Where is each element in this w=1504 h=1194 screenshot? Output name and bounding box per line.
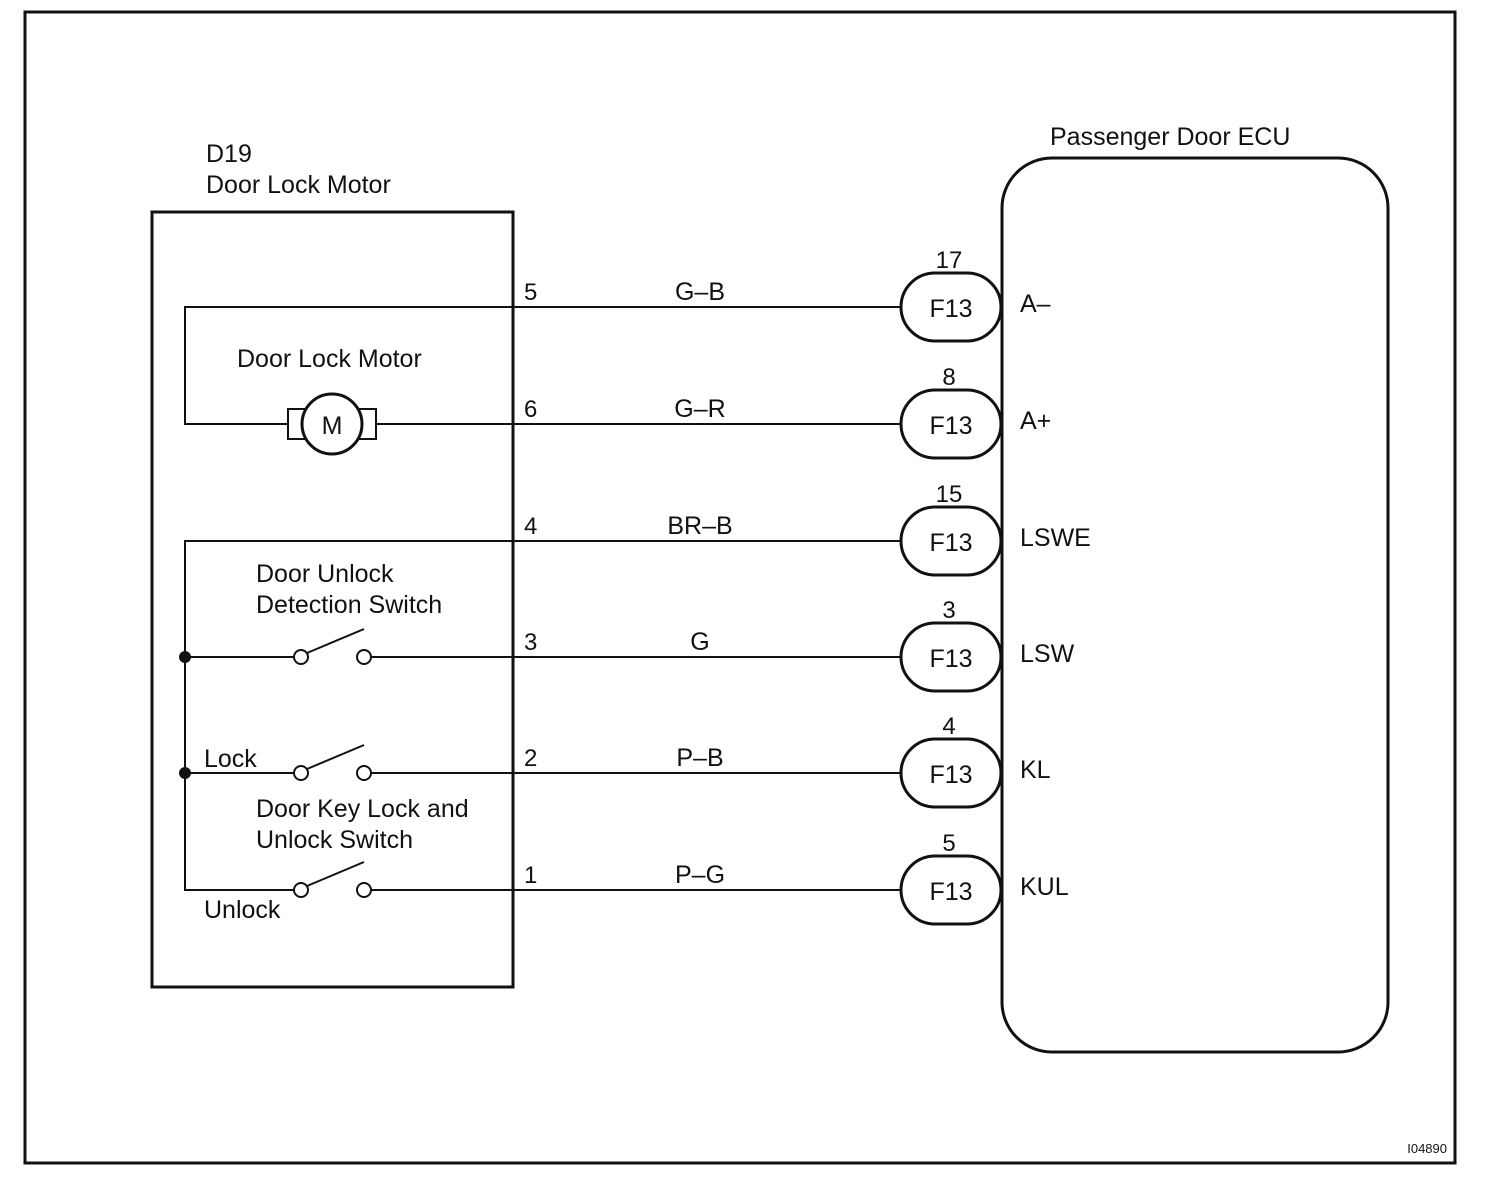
- motor-pin-number: 1: [524, 862, 537, 889]
- wire-color-code: BR–B: [667, 512, 732, 540]
- figure-id: I04890: [1407, 1141, 1447, 1156]
- unlock-detection-label-2: Detection Switch: [256, 591, 442, 619]
- connector-shape: [899, 271, 1003, 343]
- ecu-pin-number: 3: [942, 597, 955, 624]
- ecu-title: Passenger Door ECU: [1050, 123, 1290, 151]
- motor-unit-name: Door Lock Motor: [206, 171, 391, 199]
- motor-pin-number: 5: [524, 279, 537, 306]
- ecu-terminal-name: A–: [1020, 290, 1051, 318]
- motor-loop: [184, 306, 513, 425]
- ecu-terminal-name: A+: [1020, 407, 1051, 435]
- ecu-terminal-name: LSW: [1020, 640, 1075, 668]
- outer-frame: [23, 10, 1457, 1165]
- motor-pin-number: 3: [524, 629, 537, 656]
- ecu-pin-number: 15: [936, 481, 963, 508]
- connector-shape: [899, 505, 1003, 577]
- lock-label: Lock: [204, 745, 257, 773]
- ecu-box: [1000, 156, 1390, 1054]
- ecu-pin-number: 5: [942, 830, 955, 857]
- wire-color-code: P–G: [675, 861, 725, 889]
- ecu-terminal-name: LSWE: [1020, 524, 1091, 552]
- ecu-pin-number: 8: [942, 364, 955, 391]
- unlock-switch: [293, 861, 372, 898]
- connector-code: F13: [929, 645, 972, 673]
- lock-switch: [293, 744, 372, 781]
- wire-color-code: P–B: [676, 744, 723, 772]
- connector-code: F13: [929, 412, 972, 440]
- unlock-detection-label-1: Door Unlock: [256, 560, 394, 588]
- connector-shape: [899, 854, 1003, 926]
- connector-shape: [899, 737, 1003, 809]
- unlock-label: Unlock: [204, 896, 281, 924]
- ecu-pin-number: 4: [942, 713, 955, 740]
- wire-row: 2 P–B F13 4KL: [513, 713, 1051, 809]
- ecu-terminal-name: KL: [1020, 756, 1051, 784]
- connector-shape: [899, 621, 1003, 693]
- wire-color-code: G–B: [675, 278, 725, 306]
- unlock-detection-switch: [293, 628, 372, 665]
- motor-pin-number: 2: [524, 745, 537, 772]
- wire-color-code: G–R: [674, 395, 725, 423]
- connector-code: F13: [929, 295, 972, 323]
- connector-code: F13: [929, 529, 972, 557]
- motor-symbol: [287, 392, 377, 456]
- motor-pin-number: 4: [524, 513, 537, 540]
- key-switch-label-2: Unlock Switch: [256, 826, 413, 854]
- wire-color-code: G: [690, 628, 709, 656]
- motor-unit-code: D19: [206, 140, 252, 168]
- ecu-pin-number: 17: [936, 247, 963, 274]
- motor-pin-number: 6: [524, 396, 537, 423]
- connector-code: F13: [929, 761, 972, 789]
- connector-code: F13: [929, 878, 972, 906]
- wire-row: 6 G–R F13 8A+: [513, 364, 1051, 460]
- key-switch-label-1: Door Key Lock and: [256, 795, 469, 823]
- motor-symbol-letter: M: [322, 412, 343, 440]
- wire-row: 5 G–B F13 17A–: [513, 247, 1051, 343]
- motor-unit-box: [150, 210, 515, 989]
- connector-shape: [899, 388, 1003, 460]
- ecu-terminal-name: KUL: [1020, 873, 1069, 901]
- motor-label: Door Lock Motor: [237, 345, 422, 373]
- switch-wiring: [179, 540, 513, 891]
